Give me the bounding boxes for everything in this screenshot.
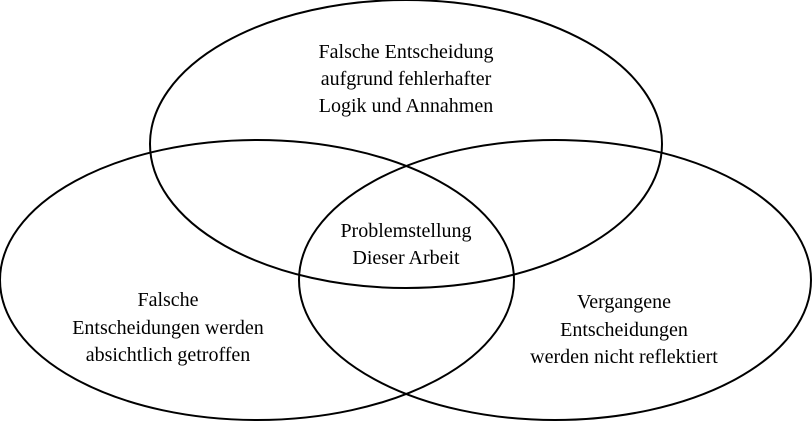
- label-right-line-2: Entscheidungen: [560, 319, 688, 341]
- label-center-line-1: Problemstellung: [340, 220, 471, 242]
- circle-top: [149, 0, 663, 289]
- label-left-line-3: absichtlich getroffen: [86, 344, 251, 366]
- label-top-line-3: Logik und Annahmen: [319, 95, 493, 117]
- circle-left: [0, 139, 515, 421]
- label-left-line-1: Falsche: [137, 289, 198, 311]
- label-right-line-3: werden nicht reflektiert: [530, 346, 718, 368]
- label-top-line-2: aufgrund fehlerhafter: [321, 68, 492, 90]
- label-top: Falsche Entscheidung aufgrund fehlerhaft…: [319, 41, 494, 117]
- label-left: Falsche Entscheidungen werden absichtlic…: [72, 289, 264, 366]
- label-right-line-1: Vergangene: [577, 291, 671, 313]
- label-top-line-1: Falsche Entscheidung: [319, 41, 494, 63]
- circle-right: [298, 139, 812, 421]
- label-right: Vergangene Entscheidungen werden nicht r…: [530, 291, 718, 368]
- label-center: Problemstellung Dieser Arbeit: [340, 220, 471, 269]
- label-left-line-2: Entscheidungen werden: [72, 317, 264, 339]
- label-center-line-2: Dieser Arbeit: [352, 247, 460, 269]
